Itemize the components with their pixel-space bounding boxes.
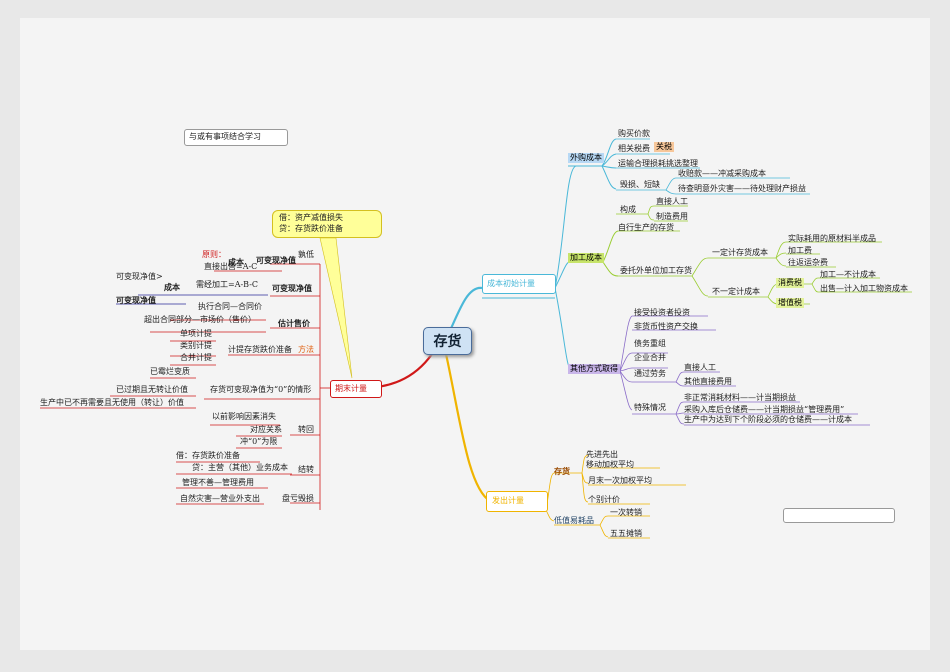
node-one-time[interactable]: 一次转销: [610, 508, 642, 517]
node-self-produced[interactable]: 自行生产的存货: [618, 223, 674, 232]
node-exchange[interactable]: 非货币性资产交换: [634, 322, 698, 331]
node-not-must[interactable]: 不一定计成本: [712, 287, 760, 296]
node-compensation[interactable]: 收赔款——冲减采购成本: [678, 169, 766, 178]
node-moving-average[interactable]: 移动加权平均: [586, 460, 634, 469]
note-box-left[interactable]: 与或有事项结合学习: [184, 129, 288, 146]
node-processing-formula[interactable]: 需经加工=A-B-C: [196, 280, 259, 289]
mindmap-canvas: 存货 与或有事项结合学习 借：资产减值损失 贷：存货跌价准备 成本初始计量 外购…: [20, 18, 930, 650]
callout-line-1: 借：资产减值损失: [279, 213, 343, 222]
node-method[interactable]: 方法: [298, 345, 314, 354]
node-issue-inventory[interactable]: 存货: [554, 466, 570, 476]
node-service-labor[interactable]: 直接人工: [684, 363, 716, 372]
note-text: 与或有事项结合学习: [189, 132, 261, 141]
connector-lines: [40, 138, 912, 539]
node-processing[interactable]: 加工成本: [568, 253, 604, 263]
node-cost[interactable]: 成本: [228, 257, 244, 267]
node-zero-cap[interactable]: 冲“0”为限: [240, 437, 278, 446]
node-processing-fee[interactable]: 加工费: [788, 246, 812, 255]
node-investor[interactable]: 接受投资者投资: [634, 308, 690, 317]
node-purchase[interactable]: 外购成本: [568, 153, 604, 163]
node-vat[interactable]: 增值税: [776, 298, 804, 308]
node-must-cost[interactable]: 一定计存货成本: [712, 248, 768, 257]
node-carry[interactable]: 结转: [298, 465, 314, 474]
node-nrv-gt[interactable]: 可变现净值>: [116, 272, 163, 281]
callout-box[interactable]: 借：资产减值损失 贷：存货跌价准备: [272, 210, 382, 238]
node-disaster-pending[interactable]: 待查明意外灾害——待处理财产损益: [678, 184, 806, 193]
node-labor-service[interactable]: 通过劳务: [634, 369, 666, 378]
node-mgmt[interactable]: 管理不善—管理费用: [182, 478, 254, 487]
node-low-value[interactable]: 低值易耗品: [554, 516, 594, 525]
branch-initial-label: 成本初始计量: [487, 279, 535, 288]
node-nrv-bold[interactable]: 可变现净值: [256, 255, 296, 265]
node-tariff[interactable]: 关税: [654, 142, 674, 152]
node-nrv-2[interactable]: 可变现净值: [116, 295, 156, 305]
node-contract-price[interactable]: 执行合同—合同价: [198, 302, 262, 311]
node-nrv-title[interactable]: 可变现净值: [272, 283, 312, 293]
node-month-end-average[interactable]: 月末一次加权平均: [588, 476, 652, 485]
node-taxes[interactable]: 相关税费: [618, 144, 650, 153]
node-impairment[interactable]: 计提存货跌价准备: [228, 345, 292, 354]
node-mfg-overhead[interactable]: 制造费用: [656, 212, 688, 221]
node-service-other[interactable]: 其他直接费用: [684, 377, 732, 386]
node-transport[interactable]: 运输合理损耗挑选整理: [618, 159, 698, 168]
node-reverse[interactable]: 转回: [298, 425, 314, 434]
branch-issue-label: 发出计量: [492, 496, 524, 505]
node-raw-materials[interactable]: 实际耗用的原材料半成品: [788, 234, 876, 243]
node-other-acquisition[interactable]: 其他方式取得: [568, 364, 620, 374]
node-freight[interactable]: 往返运杂费: [788, 258, 828, 267]
branch-issue[interactable]: 发出计量: [486, 491, 548, 512]
node-entry-dr[interactable]: 借：存货跌价准备: [176, 451, 240, 460]
node-cost-small[interactable]: 成本: [164, 282, 180, 292]
node-expired[interactable]: 已过期且无转让价值: [116, 385, 188, 394]
node-principle[interactable]: 原则：: [202, 250, 226, 259]
node-single[interactable]: 单项计提: [180, 329, 212, 338]
node-abnormal[interactable]: 非正常消耗材料——计当期损益: [684, 393, 796, 402]
node-spoiled[interactable]: 已霉烂变质: [150, 367, 190, 376]
node-storage-cost[interactable]: 生产中为达到下个阶段必须的仓储费——计成本: [684, 415, 852, 424]
node-est-price[interactable]: 估计售价: [278, 318, 310, 328]
node-lower[interactable]: 孰低: [298, 250, 314, 259]
branch-initial[interactable]: 成本初始计量: [482, 274, 556, 294]
node-ct-sale[interactable]: 出售—计入加工物资成本: [820, 284, 908, 293]
note-box-right[interactable]: [783, 508, 895, 523]
node-special[interactable]: 特殊情况: [634, 403, 666, 412]
node-ct-processing[interactable]: 加工—不计成本: [820, 270, 876, 279]
node-disaster[interactable]: 自然灾害—营业外支出: [180, 494, 260, 503]
node-purchase-price[interactable]: 购买价款: [618, 129, 650, 138]
callout-line-2: 贷：存货跌价准备: [279, 224, 343, 233]
node-direct-labor[interactable]: 直接人工: [656, 197, 688, 206]
node-market-price[interactable]: 超出合同部分—市场价（售价）: [144, 315, 256, 324]
node-direct-sale[interactable]: 直接出售=A-C: [204, 262, 258, 271]
node-outsourced[interactable]: 委托外单位加工存货: [620, 266, 692, 275]
node-relation[interactable]: 对应关系: [250, 425, 282, 434]
node-fifty-fifty[interactable]: 五五摊销: [610, 529, 642, 538]
node-entry-cr[interactable]: 贷：主营（其他）业务成本: [192, 463, 288, 472]
node-composition[interactable]: 构成: [620, 205, 636, 214]
node-merger[interactable]: 企业合并: [634, 353, 666, 362]
node-merged[interactable]: 合并计提: [180, 353, 212, 362]
node-specific[interactable]: 个别计价: [588, 495, 620, 504]
node-fifo[interactable]: 先进先出: [586, 450, 618, 459]
node-shortage[interactable]: 毁损、短缺: [620, 180, 660, 189]
branch-period-end[interactable]: 期末计量: [330, 380, 382, 398]
node-zero-case[interactable]: 存货可变现净值为“0”的情形: [210, 385, 312, 394]
branch-period-end-label: 期末计量: [335, 384, 367, 393]
node-storage-expense[interactable]: 采购入库后仓储费——计当期损益“管理费用”: [684, 405, 845, 414]
root-node[interactable]: 存货: [423, 327, 472, 355]
node-consumption-tax[interactable]: 消费税: [776, 278, 804, 288]
node-no-use[interactable]: 生产中已不再需要且无使用（转让）价值: [40, 398, 184, 407]
node-debt-restructure[interactable]: 债务重组: [634, 339, 666, 348]
node-factor-gone[interactable]: 以前影响因素消失: [212, 412, 276, 421]
node-loss[interactable]: 盘亏毁损: [282, 494, 314, 503]
node-category[interactable]: 类别计提: [180, 341, 212, 350]
